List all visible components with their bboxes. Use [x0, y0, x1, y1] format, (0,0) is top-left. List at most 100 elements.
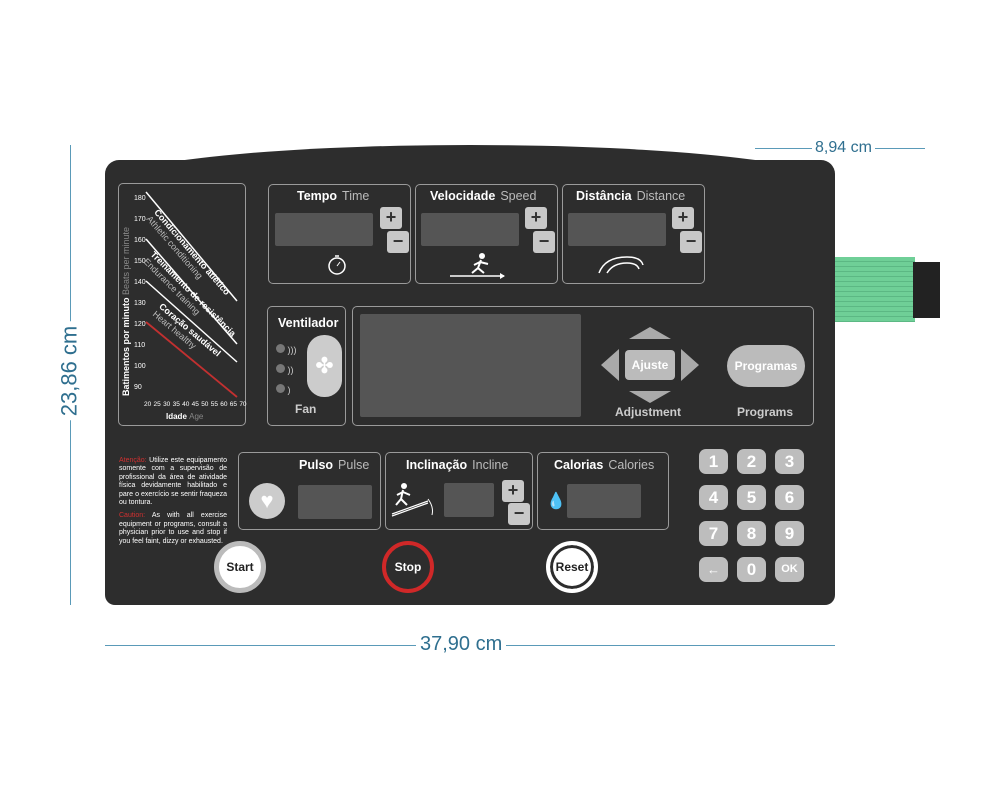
speed-minus-button[interactable]: − — [533, 231, 555, 253]
warning-pt: Atenção: Utilize este equipamento soment… — [119, 457, 227, 506]
cable-connector — [913, 262, 940, 318]
warning-text: Atenção: Utilize este equipamento soment… — [119, 457, 227, 546]
y-tick: 160 — [134, 237, 146, 244]
arrow-down-button[interactable] — [629, 391, 671, 403]
stopwatch-icon — [328, 255, 346, 275]
height-dimension-label: 23,86 cm — [56, 321, 83, 421]
x-axis-label: Idade Age — [166, 412, 203, 422]
start-button[interactable]: Start — [214, 541, 266, 593]
road-icon — [598, 256, 644, 274]
key-7[interactable]: 7 — [699, 521, 728, 546]
x-tick: 40 — [182, 401, 190, 408]
adjustment-label: Adjustment — [615, 405, 681, 419]
key-backspace[interactable]: ← — [699, 557, 728, 582]
x-tick: 30 — [163, 401, 171, 408]
drop-icon: 💧 — [546, 493, 566, 510]
key-5[interactable]: 5 — [737, 485, 766, 510]
key-8[interactable]: 8 — [737, 521, 766, 546]
width-dimension-label: 37,90 cm — [416, 633, 507, 656]
key-9[interactable]: 9 — [775, 521, 804, 546]
warning-en: Caution: As with all exercise equipment … — [119, 512, 227, 545]
programs-label: Programs — [737, 405, 794, 419]
main-lcd — [360, 314, 581, 417]
time-minus-button[interactable]: − — [387, 231, 409, 253]
x-tick: 35 — [172, 401, 180, 408]
key-ok[interactable]: OK — [775, 557, 804, 582]
main-display-panel: Ajuste Adjustment Programas Programs — [352, 306, 814, 426]
key-3[interactable]: 3 — [775, 449, 804, 474]
speed-lcd — [421, 213, 519, 246]
reset-button[interactable]: Reset — [546, 541, 598, 593]
adjust-button[interactable]: Ajuste — [625, 350, 675, 380]
key-2[interactable]: 2 — [737, 449, 766, 474]
x-tick: 70 — [239, 401, 247, 408]
y-tick: 170 — [134, 216, 146, 223]
distance-lcd — [568, 213, 666, 246]
x-tick: 65 — [229, 401, 238, 408]
y-tick: 130 — [134, 300, 146, 307]
distance-minus-button[interactable]: − — [680, 231, 702, 253]
fan-led-mid: )) — [276, 360, 297, 380]
key-1[interactable]: 1 — [699, 449, 728, 474]
incline-plus-button[interactable]: + — [502, 480, 524, 502]
y-tick: 150 — [134, 258, 146, 265]
x-tick: 20 — [144, 401, 152, 408]
arrow-left-button[interactable] — [601, 349, 619, 381]
fan-led-high: ))) — [276, 340, 297, 360]
key-0[interactable]: 0 — [737, 557, 766, 582]
stop-button[interactable]: Stop — [382, 541, 434, 593]
x-tick: 25 — [153, 401, 161, 408]
y-tick: 180 — [134, 195, 146, 202]
key-4[interactable]: 4 — [699, 485, 728, 510]
x-label-pt: Idade — [166, 412, 187, 421]
pulse-lcd — [298, 485, 372, 519]
fan-label: Fan — [295, 402, 317, 416]
incline-minus-button[interactable]: − — [508, 503, 530, 525]
arrow-right-button[interactable] — [681, 349, 699, 381]
time-plus-button[interactable]: + — [380, 207, 402, 229]
programs-button[interactable]: Programas — [727, 345, 805, 387]
y-label-en: Beats per minute — [121, 226, 131, 295]
x-tick: 60 — [220, 401, 228, 408]
y-tick: 90 — [134, 384, 142, 391]
fan-panel: Ventilador ))) )) ) ✤ Fan — [267, 306, 346, 426]
y-tick: 120 — [134, 321, 146, 328]
y-tick: 140 — [134, 279, 146, 286]
x-label-en: Age — [189, 412, 204, 421]
x-tick: 50 — [201, 401, 209, 408]
time-lcd — [275, 213, 373, 246]
heart-rate-chart: Batimentos por minuto Beats per minute 1… — [118, 183, 247, 426]
x-tick: 55 — [210, 401, 218, 408]
distance-plus-button[interactable]: + — [672, 207, 694, 229]
y-axis-label: Batimentos por minuto Beats per minute — [121, 227, 132, 396]
y-ticks: 180 170 160 150 140 130 120 110 100 90 — [134, 188, 146, 398]
incline-runner-icon — [391, 483, 433, 517]
fan-title: Ventilador — [278, 316, 339, 330]
y-tick: 110 — [134, 342, 146, 349]
calories-lcd — [567, 484, 641, 518]
y-tick: 100 — [134, 363, 146, 370]
incline-lcd — [444, 483, 494, 517]
speed-plus-button[interactable]: + — [525, 207, 547, 229]
fan-led-low: ) — [276, 380, 297, 400]
y-label-pt: Batimentos por minuto — [121, 297, 131, 397]
arrow-up-button[interactable] — [629, 327, 671, 339]
adjustment-dpad — [601, 327, 699, 403]
key-6[interactable]: 6 — [775, 485, 804, 510]
fan-speed-indicators: ))) )) ) — [276, 340, 297, 400]
fan-button[interactable]: ✤ — [307, 335, 342, 397]
cable-dimension-label: 8,94 cm — [812, 139, 875, 157]
fan-icon: ✤ — [315, 353, 334, 378]
